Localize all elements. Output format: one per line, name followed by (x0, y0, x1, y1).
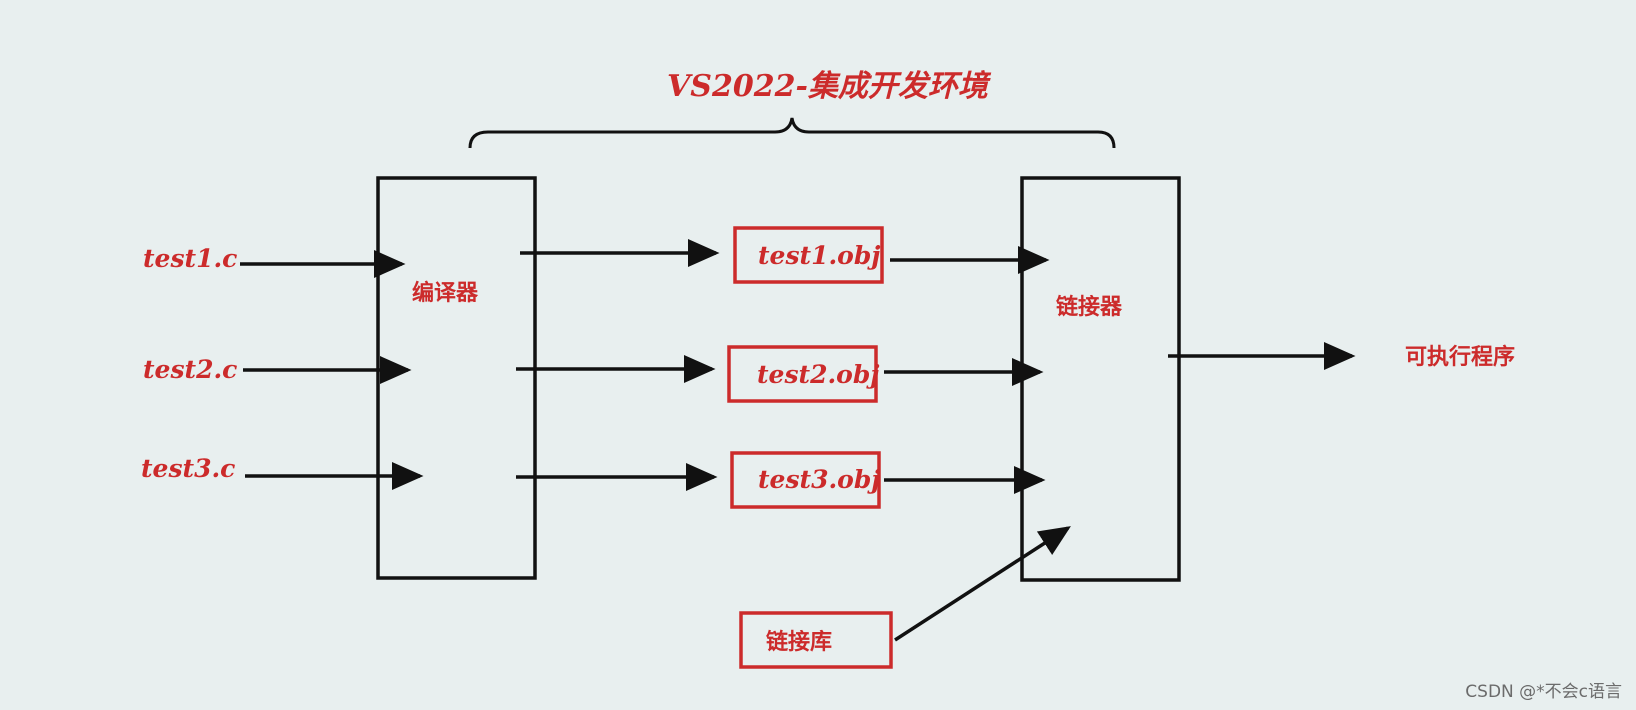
object-box-test2 (727, 345, 878, 403)
library-label: 链接库 (766, 629, 832, 655)
output-label: 可执行程序 (1405, 344, 1515, 370)
input-label-test2: test2.c (143, 355, 237, 384)
compiler-box (376, 176, 537, 580)
input-label-test1: test1.c (143, 244, 237, 273)
object-label-test1: test1.obj (758, 241, 880, 270)
object-box-test1 (733, 226, 884, 284)
compiler-label: 编译器 (412, 280, 479, 306)
csdn-watermark: CSDN @*不会c语言 (1465, 682, 1622, 702)
diagram-title: VS2022-集成开发环境 (667, 69, 992, 104)
linker-box (1020, 176, 1181, 582)
library-box (739, 611, 893, 669)
object-label-test3: test3.obj (758, 465, 880, 494)
linker-label: 链接器 (1056, 294, 1123, 320)
library-arrow (894, 526, 1071, 642)
object-box-test3 (730, 451, 881, 509)
object-label-test2: test2.obj (757, 360, 879, 389)
input-label-test3: test3.c (141, 454, 235, 483)
ide-scope-brace (468, 117, 1116, 149)
